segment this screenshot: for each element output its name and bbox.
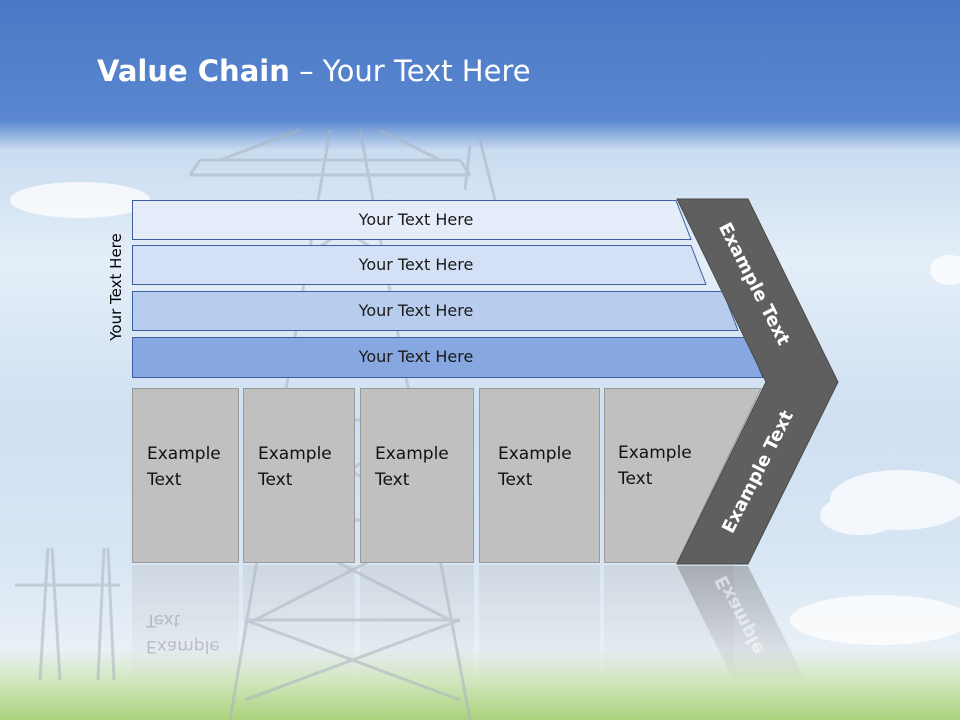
bar-shape-3 bbox=[132, 291, 739, 331]
box-2-line1: Example bbox=[258, 444, 332, 464]
bar-label-3: Your Text Here bbox=[358, 301, 474, 320]
reflection-box-line1: Example bbox=[146, 636, 220, 656]
bar-label-4: Your Text Here bbox=[358, 347, 474, 366]
box-1-line1: Example bbox=[147, 444, 221, 464]
bar-shape-2 bbox=[132, 245, 707, 285]
box-3-line2: Text bbox=[375, 470, 410, 490]
title-bold: Value Chain bbox=[97, 54, 290, 88]
box-4-line1: Example bbox=[498, 444, 572, 464]
box-4-line2: Text bbox=[498, 470, 533, 490]
slide-title: Value Chain – Your Text Here bbox=[97, 54, 531, 88]
margin-chevron bbox=[676, 198, 839, 565]
value-bar-2: Your Text Here bbox=[132, 245, 712, 285]
box-5-line1: Example bbox=[618, 443, 692, 463]
bar-shape-4 bbox=[132, 337, 764, 378]
value-bar-4: Your Text Here bbox=[132, 337, 766, 378]
side-label: Your Text Here bbox=[107, 233, 125, 341]
box-3-line1: Example bbox=[375, 444, 449, 464]
bar-label-2: Your Text Here bbox=[358, 255, 474, 274]
value-bar-3: Your Text Here bbox=[132, 291, 742, 331]
bar-shape-1 bbox=[132, 200, 692, 240]
reflection-box-line2: Text bbox=[146, 610, 181, 630]
title-rest: – Your Text Here bbox=[289, 54, 531, 88]
box-2-line2: Text bbox=[258, 470, 293, 490]
value-bar-1: Your Text Here bbox=[132, 200, 700, 240]
box-1-line2: Text bbox=[147, 470, 182, 490]
bar-label-1: Your Text Here bbox=[358, 210, 474, 229]
activity-box-5-shape bbox=[604, 388, 762, 563]
box-5-line2: Text bbox=[618, 469, 653, 489]
